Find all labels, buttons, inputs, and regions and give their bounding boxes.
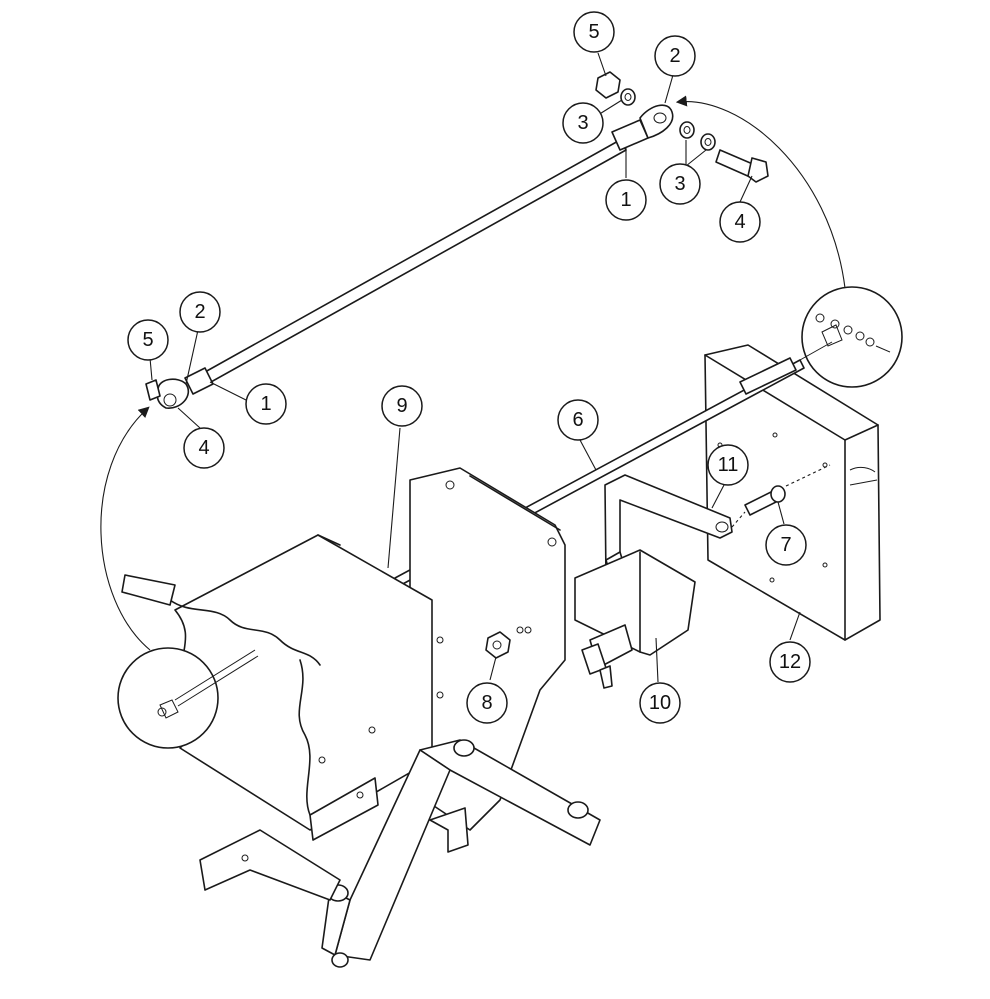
callout-label: 12 bbox=[779, 651, 801, 673]
callout-2: 2 bbox=[179, 291, 221, 333]
callout-label: 4 bbox=[198, 437, 209, 459]
top-hardware bbox=[595, 71, 769, 183]
curved-arrow-top bbox=[675, 95, 846, 289]
callout-5: 5 bbox=[127, 319, 169, 361]
callout-label: 8 bbox=[481, 692, 492, 714]
detail-circle-bottom bbox=[117, 647, 259, 749]
callout-label: 4 bbox=[734, 211, 745, 233]
callout-5: 5 bbox=[573, 11, 615, 53]
callout-label: 2 bbox=[194, 301, 205, 323]
callout-label: 7 bbox=[780, 534, 791, 556]
callout-label: 1 bbox=[260, 393, 271, 415]
frame-tubing bbox=[199, 739, 601, 968]
callout-4: 4 bbox=[183, 427, 225, 469]
callout-9: 9 bbox=[381, 385, 423, 427]
callouts: 5 2 3 1 3 4 5 2 bbox=[127, 11, 811, 724]
callout-4: 4 bbox=[719, 201, 761, 243]
callout-6: 6 bbox=[557, 399, 599, 441]
leader-lines bbox=[149, 52, 801, 683]
callout-3: 3 bbox=[562, 102, 604, 144]
callout-12: 12 bbox=[769, 641, 811, 683]
curved-arrow-bottom bbox=[100, 406, 151, 651]
callout-label: 11 bbox=[718, 454, 739, 476]
callout-11: 11 bbox=[707, 444, 749, 486]
callout-label: 3 bbox=[577, 112, 588, 134]
callout-label: 10 bbox=[649, 692, 671, 714]
callout-1: 1 bbox=[605, 179, 647, 221]
callout-10: 10 bbox=[639, 682, 681, 724]
nut-8-hardware bbox=[485, 626, 524, 659]
callout-1: 1 bbox=[245, 383, 287, 425]
callout-label: 3 bbox=[674, 173, 685, 195]
callout-2: 2 bbox=[654, 35, 696, 77]
callout-8: 8 bbox=[466, 682, 508, 724]
callout-label: 2 bbox=[669, 45, 680, 67]
panel-box-12 bbox=[704, 344, 881, 641]
callout-label: 5 bbox=[142, 329, 153, 351]
callout-label: 5 bbox=[588, 21, 599, 43]
callout-3: 3 bbox=[659, 163, 701, 205]
upper-rod-assembly bbox=[145, 104, 674, 409]
callout-7: 7 bbox=[765, 524, 807, 566]
cover-housing bbox=[121, 534, 444, 841]
detail-circle-top bbox=[799, 286, 903, 388]
callout-label: 9 bbox=[396, 395, 407, 417]
callout-label: 6 bbox=[572, 409, 583, 431]
actuator-10 bbox=[574, 549, 696, 689]
callout-label: 1 bbox=[620, 189, 631, 211]
